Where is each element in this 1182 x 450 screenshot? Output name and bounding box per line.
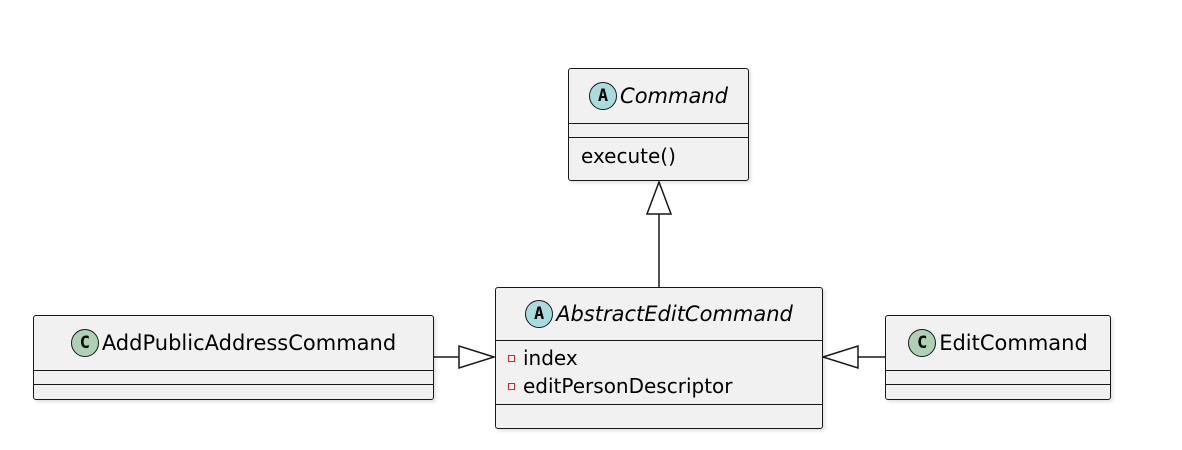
divider	[569, 123, 748, 124]
fields-section	[34, 371, 433, 384]
private-visibility-icon	[508, 382, 515, 390]
divider	[886, 370, 1110, 371]
class-badge-icon: C	[908, 329, 937, 357]
class-header: A Command	[569, 69, 748, 123]
field-index: index	[508, 344, 810, 372]
class-header: C EditCommand	[886, 316, 1110, 370]
methods-section	[496, 405, 822, 419]
class-header: C AddPublicAddressCommand	[34, 316, 433, 370]
fields-section: index editPersonDescriptor	[496, 341, 822, 404]
class-name: EditCommand	[939, 331, 1088, 355]
abstract-class-badge-icon: A	[589, 82, 618, 110]
generalization-arrowhead-left	[458, 344, 497, 370]
class-abstract-edit-command[interactable]: A AbstractEditCommand index editPersonDe…	[495, 287, 823, 429]
divider	[34, 370, 433, 371]
class-name: Command	[620, 84, 728, 108]
field-name: index	[523, 346, 578, 370]
method-execute: execute()	[581, 144, 676, 168]
divider	[496, 404, 822, 405]
class-edit-command[interactable]: C EditCommand	[885, 315, 1111, 400]
class-header: A AbstractEditCommand	[496, 288, 822, 340]
class-name: AddPublicAddressCommand	[101, 331, 397, 355]
divider	[496, 340, 822, 341]
class-command[interactable]: A Command execute()	[568, 68, 749, 181]
fields-section	[886, 371, 1110, 384]
class-add-public-address-command[interactable]: C AddPublicAddressCommand	[33, 315, 434, 400]
abstract-class-badge-icon: A	[525, 300, 554, 328]
field-edit-person-descriptor: editPersonDescriptor	[508, 372, 810, 400]
methods-section: execute()	[569, 138, 748, 170]
field-name: editPersonDescriptor	[523, 374, 733, 398]
generalization-arrowhead-command	[645, 179, 673, 215]
divider	[569, 137, 748, 138]
class-name: AbstractEditCommand	[556, 302, 793, 326]
divider	[34, 384, 433, 385]
methods-section	[34, 385, 433, 398]
fields-section	[569, 124, 748, 137]
methods-section	[886, 385, 1110, 398]
private-visibility-icon	[508, 354, 515, 362]
generalization-arrowhead-right	[820, 344, 859, 370]
divider	[886, 384, 1110, 385]
class-badge-icon: C	[70, 329, 99, 357]
